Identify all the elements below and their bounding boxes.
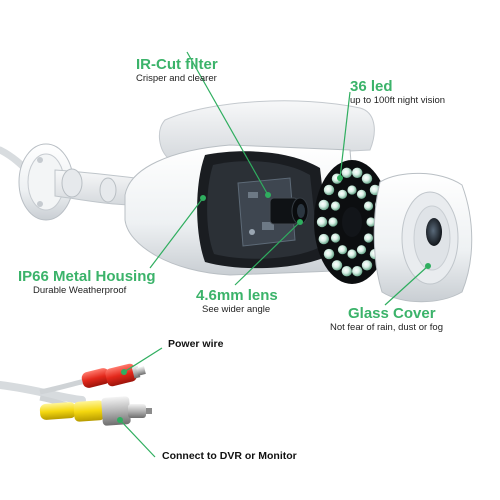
callout-leds (337, 91, 351, 181)
ir-led (347, 249, 357, 259)
ir-led (318, 199, 329, 211)
ir-led (318, 233, 329, 245)
ir-led (347, 185, 357, 195)
dvr-connect-label: Connect to DVR or Monitor (162, 450, 297, 462)
housing-title: IP66 Metal Housing (18, 268, 156, 285)
lens-title: 4.6mm lens (196, 287, 278, 304)
glass-title: Glass Cover (348, 305, 436, 322)
glass-cover (373, 172, 473, 303)
led-ring (314, 160, 390, 284)
power-connector (81, 363, 146, 388)
leds-feature: 36 led up to 100ft night vision (350, 78, 445, 107)
ir-led (352, 167, 363, 178)
glass-feature: Glass Cover Not fear of rain, dust or fo… (330, 305, 443, 334)
wall-mount (18, 143, 136, 221)
ir-led (323, 184, 335, 196)
ir-cut-title: IR-Cut filter (136, 56, 218, 73)
callout-housing (149, 195, 206, 269)
ir-led (363, 201, 374, 211)
callout-ir-cut (186, 51, 271, 198)
power-wire-label: Power wire (168, 338, 224, 350)
video-connector (39, 396, 152, 426)
leds-title: 36 led (350, 78, 393, 95)
lens-subtitle: See wider angle (202, 304, 271, 315)
housing-feature: IP66 Metal Housing Durable Weatherproof (18, 268, 156, 297)
ir-led (356, 189, 367, 199)
sun-shade (158, 100, 375, 161)
callout-glass (384, 263, 431, 306)
ir-led (356, 245, 367, 255)
glass-subtitle: Not fear of rain, dust or fog (330, 322, 444, 333)
ir-led (337, 245, 348, 255)
ir-led (331, 260, 343, 271)
ir-led (330, 233, 341, 243)
ir-cut-subtitle: Crisper and clearer (136, 73, 217, 84)
housing-subtitle: Durable Weatherproof (33, 285, 127, 296)
callout-lens (234, 219, 303, 286)
ir-led (366, 217, 376, 227)
ir-led (341, 266, 352, 277)
ir-led (337, 189, 348, 199)
lens-feature: 4.6mm lens See wider angle (196, 287, 278, 316)
ir-led (361, 173, 373, 184)
ir-led (330, 201, 341, 211)
ir-cut-feature: IR-Cut filter Crisper and clearer (136, 56, 218, 85)
ir-led (328, 217, 338, 227)
ir-led (316, 216, 328, 228)
cable-assembly (0, 347, 163, 458)
ir-led (361, 260, 373, 271)
ir-led (323, 248, 335, 260)
ir-led (352, 266, 363, 277)
ir-led (341, 167, 352, 178)
leds-subtitle: up to 100ft night vision (350, 95, 446, 106)
camera-body (124, 144, 361, 276)
ir-led (363, 233, 374, 243)
